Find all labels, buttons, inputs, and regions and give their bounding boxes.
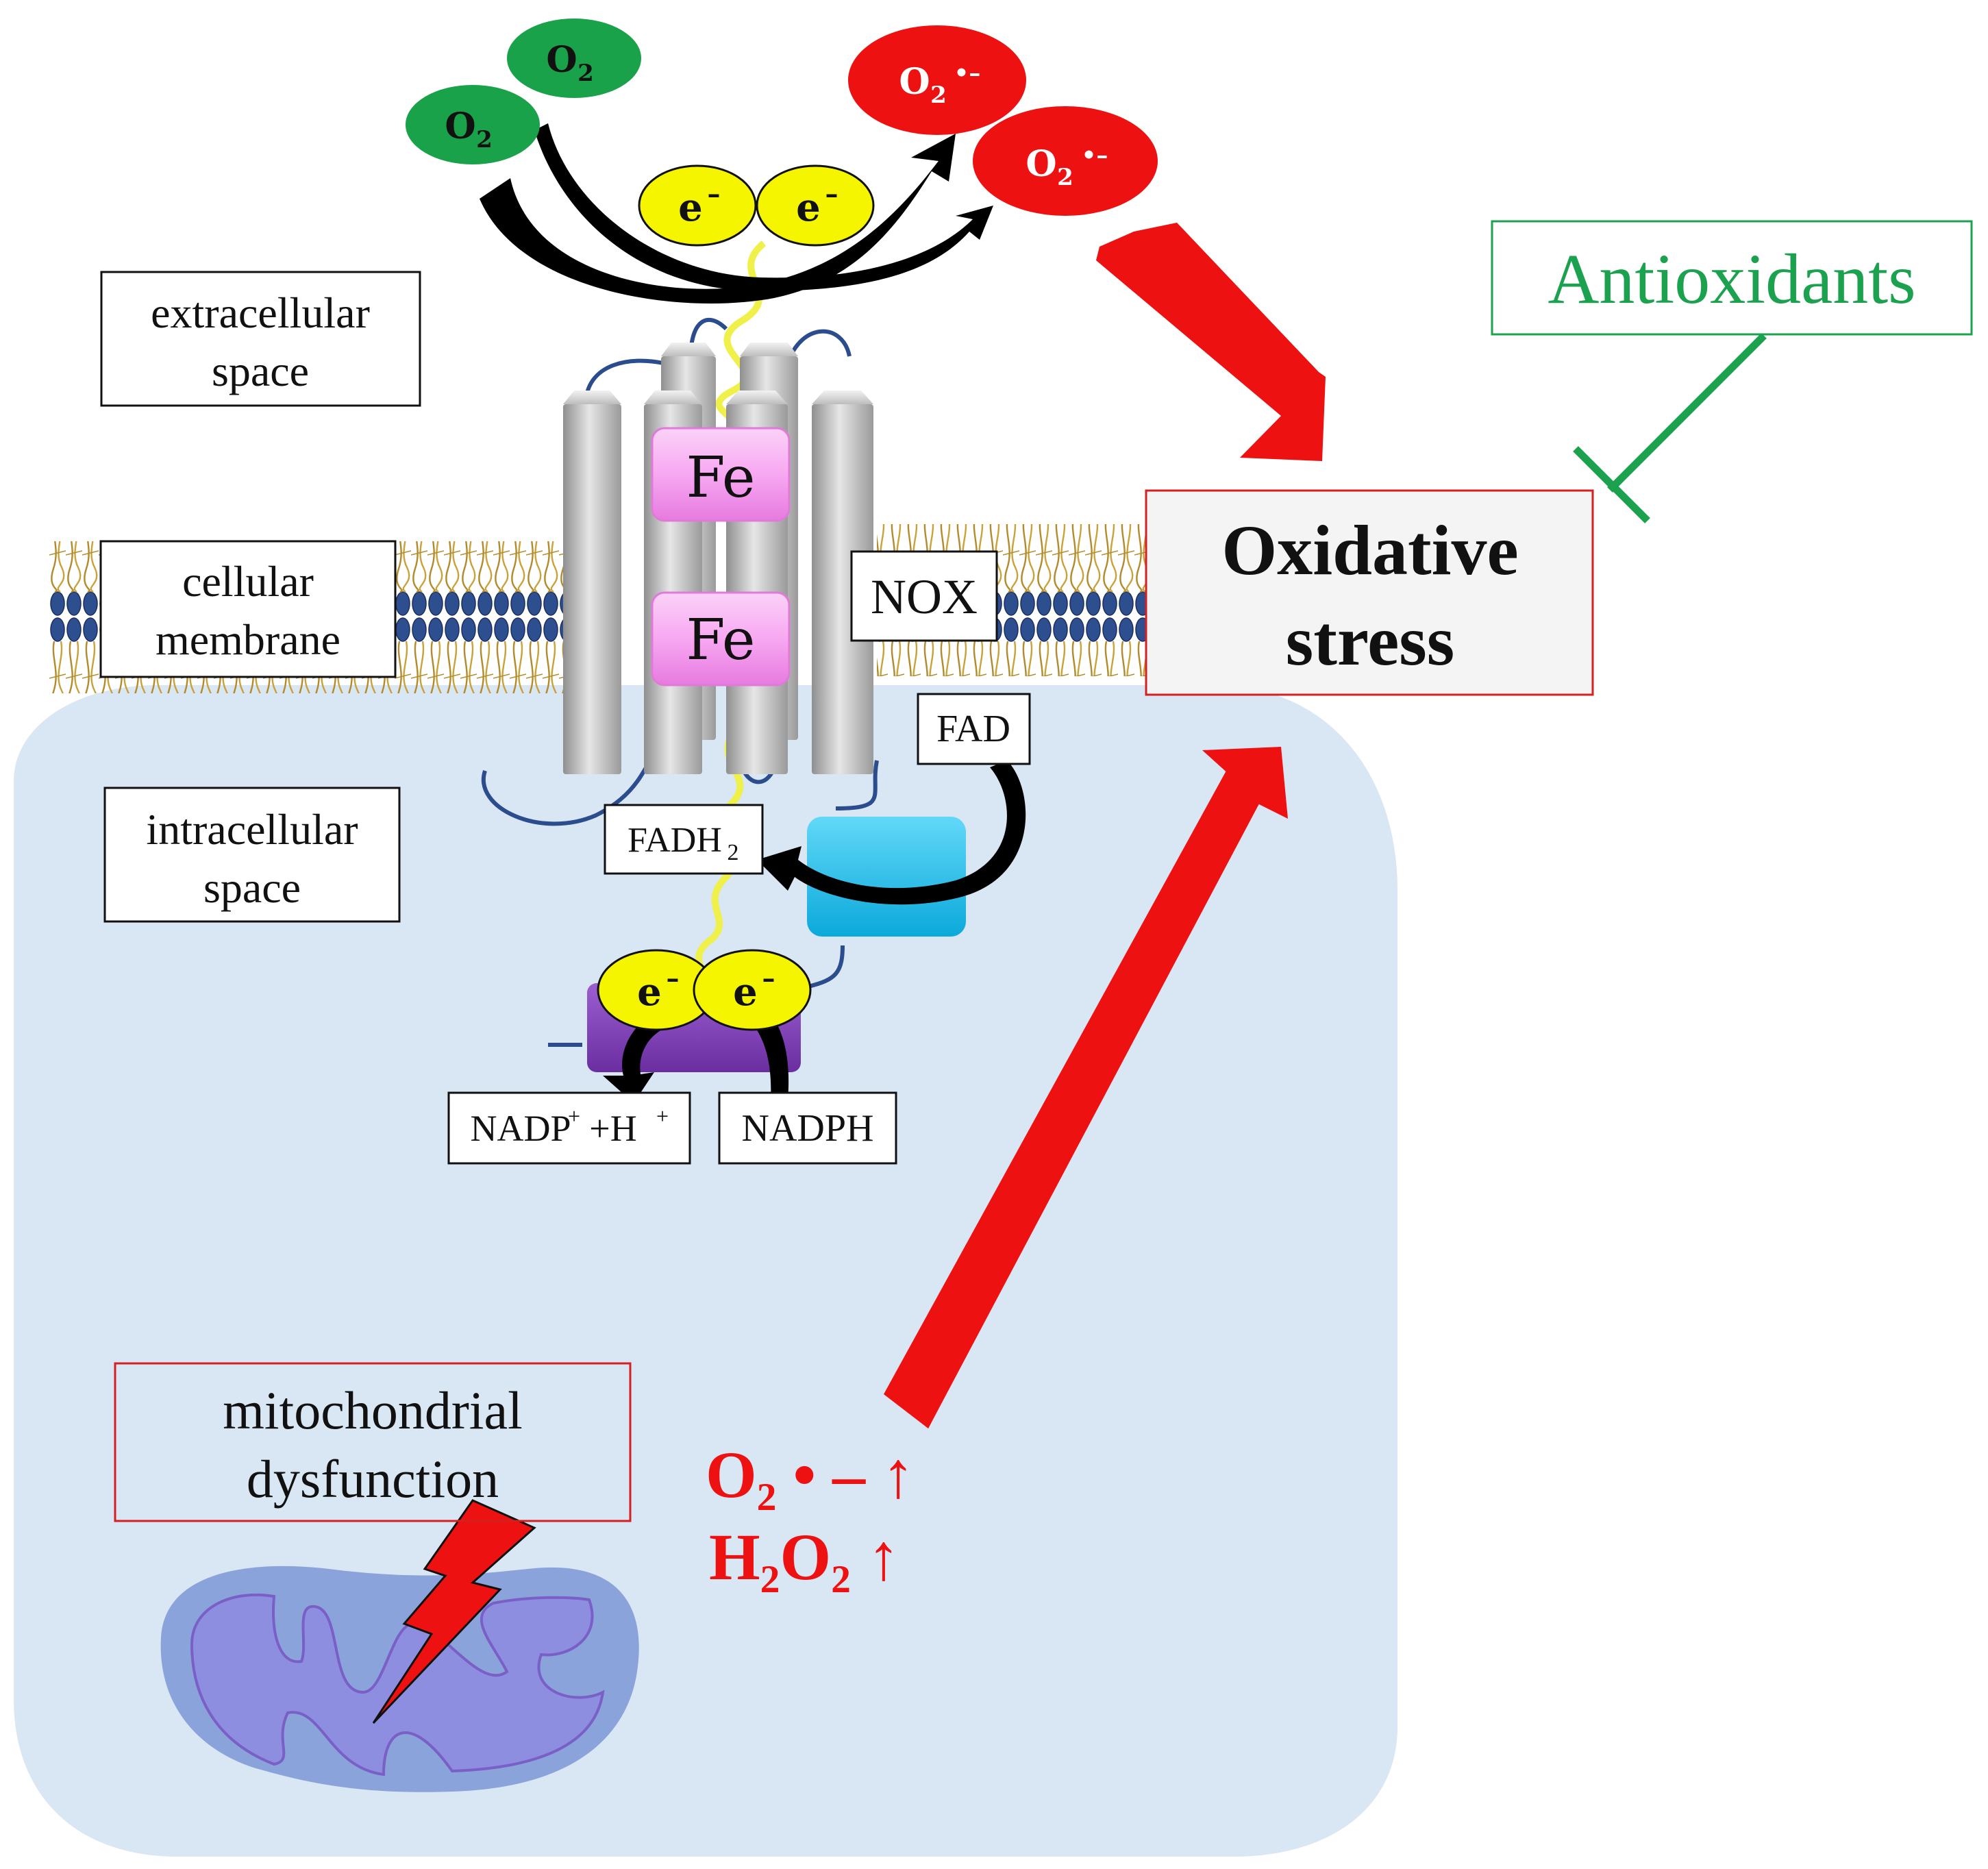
- antioxidants-label: Antioxidants: [1491, 220, 1973, 336]
- oxidative-line2: stress: [1286, 602, 1455, 680]
- fadh2-sub: 2: [728, 840, 739, 865]
- extracellular-space-label: extracellular space: [100, 271, 421, 407]
- extracellular-line2: space: [212, 347, 309, 395]
- fad-label: FAD: [917, 693, 1031, 765]
- superoxide-increase-label: O₂ • – ↑: [706, 1438, 915, 1511]
- fe-upper-label: Fe: [686, 445, 756, 510]
- oxidative-stress-box: Oxidative stress: [1145, 489, 1594, 696]
- superoxide-right-label: O: [1026, 143, 1056, 185]
- fe-heme-lower: Fe: [651, 591, 791, 686]
- nadp-h-sup: +: [656, 1104, 669, 1128]
- fadh2-label: FADH 2: [604, 804, 764, 875]
- superoxide-right: O 2 •–: [973, 106, 1158, 216]
- electron-bottom-left-label: e: [637, 969, 662, 1015]
- antioxidants-text: Antioxidants: [1548, 240, 1915, 319]
- superoxide-to-stress-arrow: [1096, 223, 1326, 461]
- o2-top-label: O: [546, 39, 577, 81]
- electron-bottom-left-sup: –: [667, 963, 680, 993]
- superoxide-top-sub: 2: [930, 82, 947, 109]
- o2-top-sub: 2: [577, 60, 594, 87]
- oxygen-molecule-left: O 2: [406, 85, 540, 164]
- antioxidant-inhibition: [1573, 333, 1767, 523]
- fe-heme-upper: Fe: [651, 427, 791, 522]
- fad-text: FAD: [936, 708, 1010, 750]
- nox-text: NOX: [871, 569, 978, 624]
- hydrogen-peroxide-increase-label: H₂O₂ ↑: [709, 1520, 900, 1594]
- electron-top-left-sup: –: [708, 178, 721, 209]
- nox-label: NOX: [850, 550, 998, 642]
- electron-bottom-left: e –: [597, 949, 716, 1031]
- electron-bottom-right-label: e: [733, 969, 758, 1015]
- electron-top-right: e –: [756, 164, 875, 247]
- cell-cytoplasm: [14, 685, 1397, 1857]
- electron-top-left: e –: [638, 164, 757, 247]
- nadp-sup: +: [568, 1104, 580, 1128]
- cellular-membrane-label: cellular membrane: [99, 540, 397, 678]
- superoxide-right-sub: 2: [1057, 164, 1073, 191]
- intracellular-space-label: intracellular space: [103, 787, 401, 923]
- fadh2-text: FADH: [628, 821, 722, 860]
- electron-top-right-label: e: [796, 185, 821, 230]
- superoxide-right-mark: •–: [1082, 142, 1108, 169]
- superoxide-generation-arrows: [480, 123, 993, 304]
- superoxide-top-label: O: [899, 61, 930, 103]
- extracellular-line1: extracellular: [151, 288, 370, 337]
- nadp-h: +H: [589, 1108, 636, 1149]
- intracellular-line2: space: [203, 863, 301, 912]
- superoxide-top-mark: •–: [954, 60, 981, 87]
- o2-left-label: O: [445, 106, 475, 147]
- flavoprotein-domain: [807, 817, 966, 937]
- mitochondrion-icon: [160, 1565, 639, 1792]
- electron-bottom-right: e –: [693, 949, 812, 1031]
- electron-top-left-label: e: [678, 185, 703, 230]
- nadp-label: NADP + +H +: [447, 1091, 691, 1165]
- oxidative-line1: Oxidative: [1221, 511, 1518, 590]
- membrane-line1: cellular: [182, 557, 314, 606]
- oxygen-molecule-top: O 2: [507, 18, 641, 98]
- electron-top-right-sup: –: [825, 178, 838, 209]
- lightning-bolt-icon: [372, 1499, 536, 1724]
- o2-left-sub: 2: [476, 126, 493, 153]
- fad-reduction-arrow: [757, 760, 1026, 905]
- nadph-text: NADPH: [742, 1107, 874, 1150]
- nadp-text: NADP: [470, 1108, 571, 1149]
- fe-lower-label: Fe: [686, 608, 756, 673]
- mito-line1: mitochondrial: [223, 1381, 523, 1440]
- mitochondrial-dysfunction-label: mitochondrial dysfunction: [114, 1362, 632, 1522]
- electron-bottom-right-sup: –: [762, 963, 775, 993]
- mito-line2: dysfunction: [247, 1449, 499, 1509]
- membrane-line2: membrane: [156, 615, 340, 664]
- ros-to-stress-arrow-body: [884, 771, 1264, 1428]
- intracellular-line1: intracellular: [146, 805, 358, 854]
- nadph-label: NADPH: [718, 1091, 897, 1165]
- superoxide-top: O 2 •–: [848, 25, 1026, 135]
